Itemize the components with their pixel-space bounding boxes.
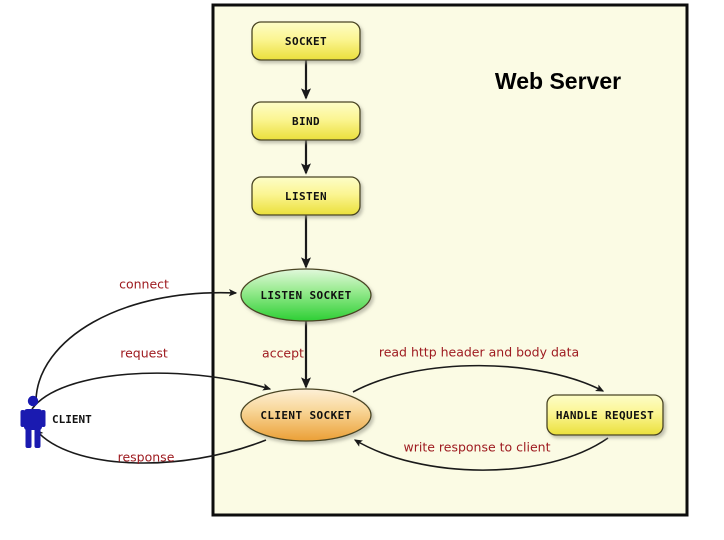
node-listen-shape[interactable] <box>251 176 361 216</box>
edge-label-read-http: read http header and body data <box>379 345 579 360</box>
node-listen-socket-label: LISTEN SOCKET <box>260 289 351 302</box>
edge-client-to-client-socket <box>31 372 272 410</box>
node-handle-request-label: HANDLE REQUEST <box>556 409 654 422</box>
edge-label-connect: connect <box>119 277 169 292</box>
node-socket-shape[interactable] <box>251 21 361 61</box>
node-bind-shape[interactable] <box>251 101 361 141</box>
node-client-socket[interactable]: CLIENT SOCKET <box>240 388 372 442</box>
node-client-socket-label: CLIENT SOCKET <box>260 409 351 422</box>
page-title: Web Server <box>495 68 621 94</box>
client-actor[interactable]: CLIENT <box>20 395 93 448</box>
node-client-socket-shape[interactable] <box>240 388 372 442</box>
client-actor-label: CLIENT <box>52 413 92 426</box>
edge-label-accept: accept <box>262 346 304 361</box>
edge-label-response: response <box>118 450 175 465</box>
node-handle-request-shape[interactable] <box>546 394 664 436</box>
edge-client-socket-to-handle-request <box>352 364 605 393</box>
node-socket-label: SOCKET <box>285 35 327 48</box>
node-listen-socket-shape[interactable] <box>240 268 372 322</box>
person-icon <box>20 395 46 448</box>
edge-client-socket-to-client <box>35 429 267 464</box>
node-socket[interactable]: SOCKET <box>251 21 361 61</box>
node-handle-request[interactable]: HANDLE REQUEST <box>546 394 664 436</box>
node-bind-label: BIND <box>292 115 320 128</box>
node-listen-socket[interactable]: LISTEN SOCKET <box>240 268 372 322</box>
edge-handle-request-to-client-socket <box>353 437 609 471</box>
node-listen[interactable]: LISTEN <box>251 176 361 216</box>
edge-label-write-response: write response to client <box>403 440 550 455</box>
node-listen-label: LISTEN <box>285 190 327 203</box>
edge-client-to-listen-socket <box>35 289 238 401</box>
node-bind[interactable]: BIND <box>251 101 361 141</box>
edge-label-request: request <box>120 346 168 361</box>
